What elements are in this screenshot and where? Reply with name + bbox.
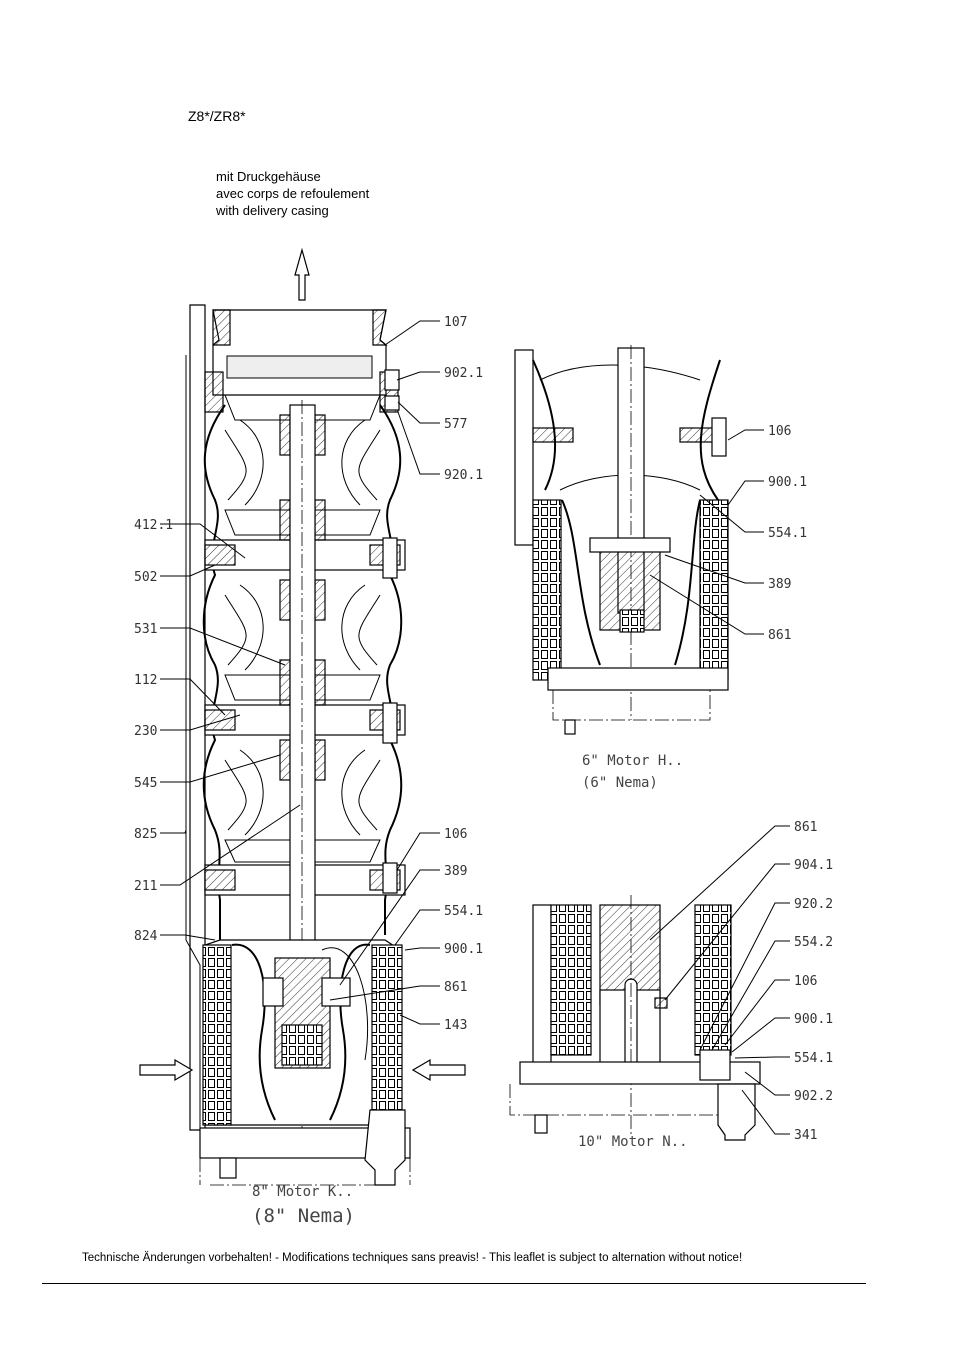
label-920-1: 920.1 <box>444 468 483 483</box>
label-10in-554-2: 554.2 <box>794 935 833 950</box>
label-10in-861: 861 <box>794 820 817 835</box>
label-861: 861 <box>444 980 467 995</box>
label-502: 502 <box>134 570 157 585</box>
caption-6in-nema: (6" Nema) <box>582 775 658 791</box>
label-10in-900-1: 900.1 <box>794 1012 833 1027</box>
footer-divider <box>42 1283 866 1284</box>
label-10in-904-1: 904.1 <box>794 858 833 873</box>
model-title: Z8*/ZR8* <box>188 108 246 124</box>
casing-line-de: mit Druckgehäuse <box>216 169 321 184</box>
casing-line-en: with delivery casing <box>216 203 329 218</box>
label-389: 389 <box>444 864 467 879</box>
label-143: 143 <box>444 1018 467 1033</box>
label-6in-106: 106 <box>768 424 791 439</box>
label-900-1: 900.1 <box>444 942 483 957</box>
label-211: 211 <box>134 879 157 894</box>
label-10in-902-2: 902.2 <box>794 1089 833 1104</box>
label-824: 824 <box>134 929 158 944</box>
label-112: 112 <box>134 673 157 688</box>
label-554-1: 554.1 <box>444 904 483 919</box>
label-412-1: 412.1 <box>134 518 173 533</box>
casing-description: mit Druckgehäuse avec corps de refouleme… <box>216 168 369 219</box>
detail-view-6in: 106 900.1 554.1 389 861 6" Motor H.. (6"… <box>514 345 807 791</box>
label-10in-341: 341 <box>794 1128 817 1143</box>
caption-6in-motor: 6" Motor H.. <box>582 753 683 769</box>
main-caption-motor: 8" Motor K.. <box>252 1184 353 1200</box>
label-6in-554-1: 554.1 <box>768 526 807 541</box>
label-10in-106: 106 <box>794 974 817 989</box>
main-view: 412.1 502 531 112 230 545 825 211 824 10… <box>134 247 483 1227</box>
label-6in-900-1: 900.1 <box>768 475 807 490</box>
label-6in-389: 389 <box>768 577 791 592</box>
casing-line-fr: avec corps de refoulement <box>216 186 370 201</box>
label-577: 577 <box>444 417 467 432</box>
label-10in-554-1: 554.1 <box>794 1051 833 1066</box>
label-230: 230 <box>134 724 157 739</box>
label-545: 545 <box>134 776 157 791</box>
label-10in-920-2: 920.2 <box>794 897 833 912</box>
label-902-1: 902.1 <box>444 366 483 381</box>
label-106: 106 <box>444 827 467 842</box>
main-caption-nema: (8" Nema) <box>252 1205 355 1227</box>
footer-notice: Technische Änderungen vorbehalten! - Mod… <box>82 1252 743 1264</box>
caption-10in-motor: 10" Motor N.. <box>578 1134 688 1150</box>
label-6in-861: 861 <box>768 628 791 643</box>
label-107: 107 <box>444 315 467 330</box>
label-531: 531 <box>134 622 157 637</box>
label-825: 825 <box>134 827 157 842</box>
detail-view-10in: 861 904.1 920.2 554.2 106 900.1 554.1 90… <box>509 820 833 1150</box>
